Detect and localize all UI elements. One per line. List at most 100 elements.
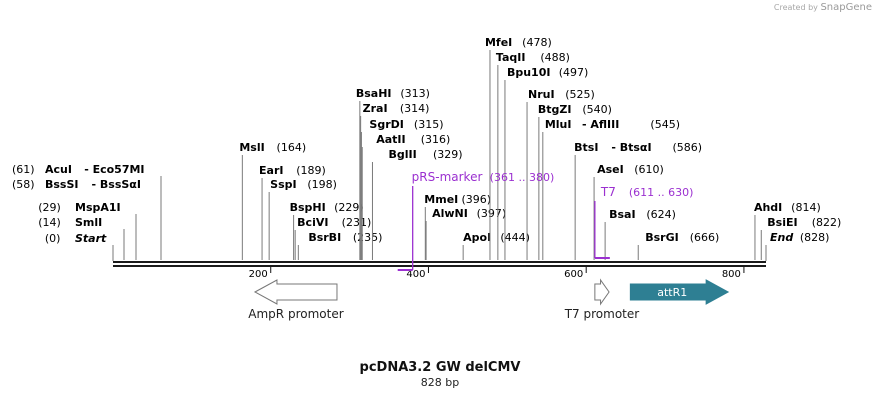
site-bsrbi: BsrBI (235) — [297, 231, 383, 260]
site-position: (329) — [433, 148, 463, 161]
site-position: (313) — [400, 87, 430, 100]
site-name: Bpu10I — [507, 66, 551, 79]
site-name: BtsI — [574, 141, 598, 154]
site-bpu10i: Bpu10I (497) — [504, 66, 589, 260]
site-smli: (14)SmlI — [38, 216, 125, 260]
site-eari: EarI(189) — [259, 164, 326, 260]
site-position: (488) — [540, 51, 570, 64]
primer-name: T7 — [600, 185, 616, 199]
site-asei: AseI (610) — [593, 163, 664, 260]
site-name: BsrBI — [308, 231, 341, 244]
site-name: EarI — [259, 164, 283, 177]
map-size: 828 bp — [420, 376, 460, 389]
site-name: NruI — [528, 88, 555, 101]
site-name: BsaHI — [356, 87, 392, 100]
site-name: End — [770, 231, 793, 244]
site-name: BspHI — [290, 201, 326, 214]
feature-arrow — [253, 279, 338, 305]
site-position: (0) — [45, 232, 61, 245]
site-isoschizomer: - Eco57MI — [84, 163, 144, 176]
site-name: BsrGI — [645, 231, 678, 244]
primer-prs-marker: pRS-marker(361 .. 380) — [397, 170, 554, 271]
site-position: (822) — [812, 216, 842, 229]
site-position: (545) — [650, 118, 680, 131]
site-name: MslI — [239, 141, 264, 154]
site-taqii: TaqII (488) — [496, 51, 570, 260]
site-position: (478) — [522, 36, 552, 49]
feature-label: attR1 — [657, 286, 687, 299]
site-bsai: BsaI (624) — [604, 208, 676, 260]
site-name: BsiEI — [767, 216, 797, 229]
site-acui: (61) AcuI - Eco57MI — [12, 163, 162, 260]
credit-watermark: Created by SnapGene — [774, 2, 872, 13]
site-position: (540) — [582, 103, 612, 116]
site-sspi: SspI(198) — [268, 178, 337, 260]
primer-range: (611 .. 630) — [629, 186, 694, 199]
site-name: TaqII — [496, 51, 526, 64]
feature-label: T7 promoter — [564, 307, 640, 321]
site-name: MspA1I — [75, 201, 121, 214]
credit-prefix: Created by — [773, 3, 818, 12]
site-zrai: ZraI (314) — [360, 102, 430, 260]
site-isoschizomer: - AflIII — [582, 118, 619, 131]
site-mspa1i: (29) MspA1I — [38, 201, 137, 260]
site-position: (444) — [500, 231, 530, 244]
site-bglii: BglII (329) — [371, 148, 463, 260]
site-bsiei: BsiEI (822) — [760, 216, 842, 260]
site-sgrdi: SgrDI (315) — [360, 118, 444, 260]
site-position: (235) — [353, 231, 383, 244]
site-bsphi: BspHI (229) — [290, 201, 364, 260]
site-name: AlwNI — [432, 207, 468, 220]
site-name: AcuI — [45, 163, 72, 176]
site-position: (29) — [38, 201, 61, 214]
primer-t7: T7 (611 .. 630) — [594, 185, 694, 259]
site-position: (397) — [477, 207, 507, 220]
site-name: SspI — [270, 178, 296, 191]
site-name: ApoI — [463, 231, 491, 244]
site-name: MmeI — [424, 193, 458, 206]
site-name: Start — [75, 232, 107, 245]
primer-name: pRS-marker — [412, 170, 483, 184]
site-mmei: MmeI (396) — [424, 193, 491, 260]
site-start: (0) Start — [45, 232, 114, 261]
site-position: (828) — [800, 231, 830, 244]
site-position: (497) — [559, 66, 589, 79]
site-position: (624) — [646, 208, 676, 221]
scale-tick-label: 200 — [249, 269, 268, 280]
site-name: MfeI — [485, 36, 512, 49]
backbone-bottom-strand — [113, 265, 766, 267]
site-name: BciVI — [297, 216, 328, 229]
feature-arrow — [594, 278, 610, 306]
site-position: (14) — [38, 216, 61, 229]
site-position: (586) — [672, 141, 702, 154]
site-alwni: AlwNI (397) — [425, 207, 507, 260]
site-position: (396) — [462, 193, 492, 206]
site-position: (61) — [12, 163, 35, 176]
scale-tick-label: 600 — [564, 269, 583, 280]
site-bsahi: BsaHI (313) — [356, 87, 430, 260]
site-aatii: AatII(316) — [361, 133, 450, 260]
site-position: (610) — [634, 163, 664, 176]
site-position: (229) — [334, 201, 364, 214]
site-position: (314) — [400, 102, 430, 115]
site-btgzi: BtgZI(540) — [538, 103, 612, 260]
site-btsi: BtsI - BtsαI (586) — [574, 141, 702, 260]
site-position: (666) — [690, 231, 720, 244]
feature-attr1: attR1 — [629, 279, 730, 305]
site-name: BsaI — [609, 208, 635, 221]
site-ahdi: AhdI(814) — [754, 201, 821, 260]
site-name: ZraI — [363, 102, 388, 115]
site-name: AseI — [597, 163, 624, 176]
site-bsrgi: BsrGI (666) — [637, 231, 720, 260]
site-name: SgrDI — [369, 118, 403, 131]
site-end: End (828) — [765, 231, 830, 261]
site-mfei: MfeI (478) — [485, 36, 552, 260]
site-isoschizomer: - BtsαI — [611, 141, 651, 154]
site-name: BglII — [388, 148, 416, 161]
site-apoi: ApoI (444) — [462, 231, 530, 260]
site-name: AatII — [376, 133, 405, 146]
site-position: (315) — [414, 118, 444, 131]
site-bcivi: BciVI(231) — [294, 216, 371, 260]
